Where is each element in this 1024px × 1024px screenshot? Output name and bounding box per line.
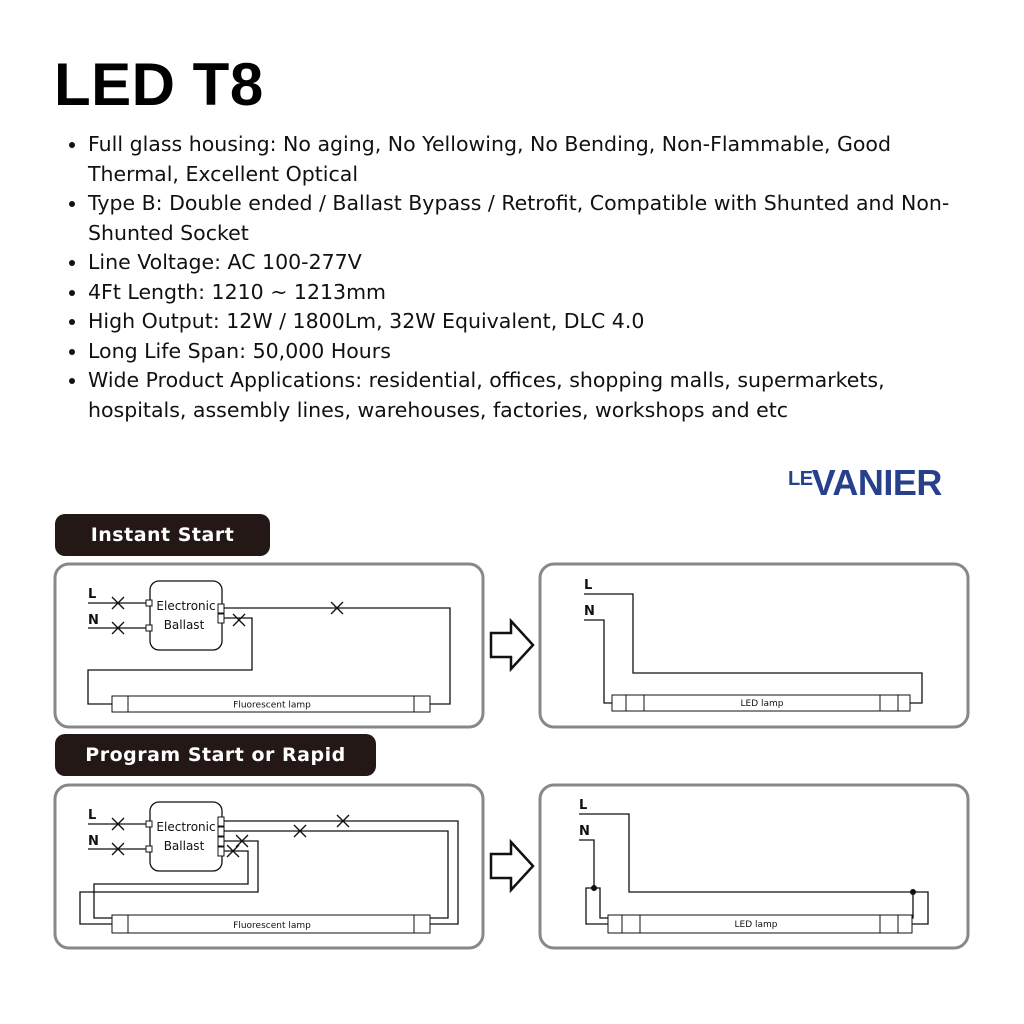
arrow-right-icon bbox=[489, 840, 535, 892]
panel-frame bbox=[538, 562, 970, 729]
svg-text:N: N bbox=[579, 824, 590, 839]
svg-text:LED lamp: LED lamp bbox=[741, 699, 784, 709]
electronic-ballast bbox=[149, 801, 223, 872]
svg-text:Fluorescent lamp: Fluorescent lamp bbox=[233, 701, 311, 711]
line-label: L bbox=[88, 587, 96, 602]
feature-item: Wide Product Applications: residential, … bbox=[88, 366, 988, 425]
fluorescent-lamp bbox=[111, 695, 431, 713]
feature-item: 4Ft Length: 1210 ~ 1213mm bbox=[88, 278, 988, 308]
brand-logo: LEVANIER bbox=[788, 462, 942, 503]
svg-text:L: L bbox=[579, 798, 587, 813]
fluorescent-lamp bbox=[111, 914, 431, 934]
page-title: LED T8 bbox=[54, 51, 264, 118]
program-start-fluorescent-panel: L N Electronic Ballast Fluorescent lamp bbox=[53, 783, 485, 950]
panel-frame bbox=[53, 783, 485, 950]
svg-text:Electronic: Electronic bbox=[156, 599, 215, 613]
electronic-ballast bbox=[149, 580, 223, 651]
program-start-led-panel: L N LED lamp bbox=[538, 783, 970, 950]
feature-item: Line Voltage: AC 100-277V bbox=[88, 248, 988, 278]
svg-text:L: L bbox=[88, 808, 96, 823]
svg-text:Electronic: Electronic bbox=[156, 820, 215, 834]
led-lamp bbox=[607, 914, 913, 934]
cut-mark bbox=[232, 613, 246, 627]
feature-item: Full glass housing: No aging, No Yellowi… bbox=[88, 130, 988, 189]
instant-start-led-panel: L N LED lamp bbox=[538, 562, 970, 729]
feature-item: Type B: Double ended / Ballast Bypass / … bbox=[88, 189, 988, 248]
panel-frame bbox=[53, 562, 485, 729]
instant-start-label: Instant Start bbox=[55, 514, 270, 556]
svg-text:Ballast: Ballast bbox=[164, 839, 205, 853]
instant-start-fluorescent-panel: L N Electronic Ballast Fluorescent lamp bbox=[53, 562, 485, 729]
svg-text:LED lamp: LED lamp bbox=[735, 920, 778, 930]
feature-item: Long Life Span: 50,000 Hours bbox=[88, 337, 988, 367]
feature-list: Full glass housing: No aging, No Yellowi… bbox=[64, 130, 988, 425]
svg-text:Fluorescent lamp: Fluorescent lamp bbox=[233, 921, 311, 931]
arrow-right-icon bbox=[489, 619, 535, 671]
program-start-label: Program Start or Rapid Start bbox=[55, 734, 376, 808]
svg-text:L: L bbox=[584, 578, 592, 593]
led-lamp bbox=[611, 694, 911, 712]
svg-text:N: N bbox=[88, 834, 99, 849]
feature-item: High Output: 12W / 1800Lm, 32W Equivalen… bbox=[88, 307, 988, 337]
neutral-label: N bbox=[88, 613, 99, 628]
svg-text:Ballast: Ballast bbox=[164, 618, 205, 632]
svg-text:N: N bbox=[584, 604, 595, 619]
panel-frame bbox=[538, 783, 970, 950]
